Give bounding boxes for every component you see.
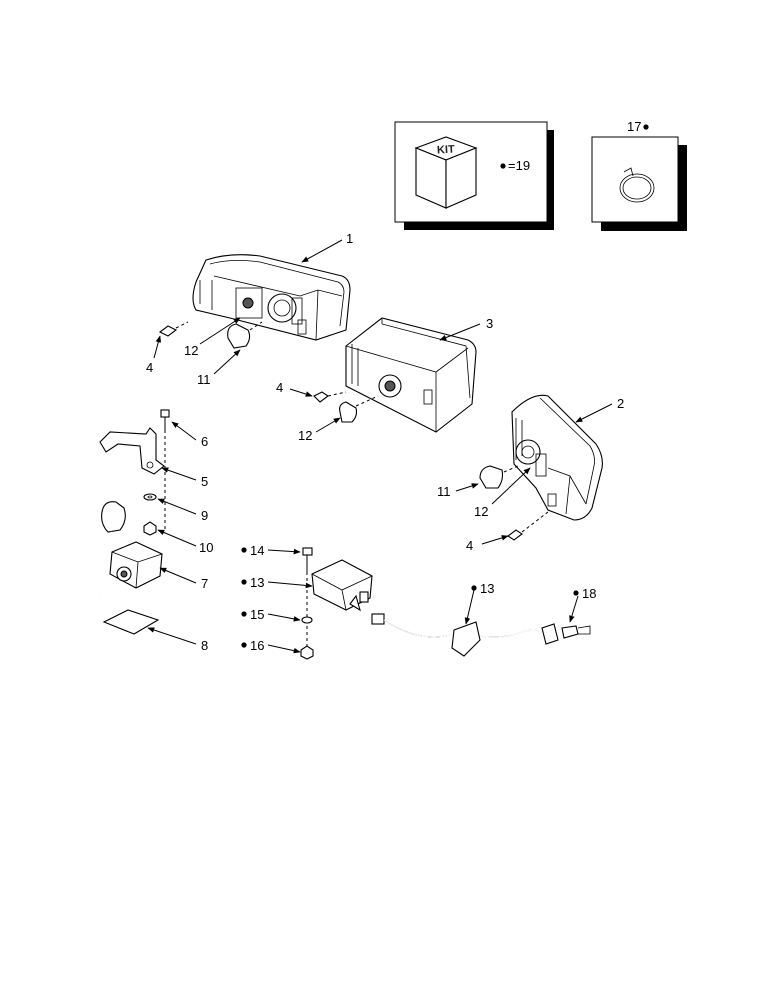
kit-icon-label: KIT	[437, 144, 456, 157]
screw-4-middle	[313, 391, 347, 403]
bolt-6	[160, 409, 170, 530]
adhesive-pad-8	[102, 609, 160, 635]
callout-16-bullet-icon	[241, 642, 247, 648]
nut-10	[143, 521, 157, 536]
rear-lamp-assembly-2	[511, 394, 603, 521]
hose-clamp-icon	[619, 167, 655, 203]
callout-7: 7	[201, 576, 208, 591]
callout-15-bullet-icon	[241, 611, 247, 617]
callout-labels: 1 3 2 4 12 11 4 12 11 12 4 6 5 9 10 7 8 …	[146, 231, 624, 653]
washer-15	[301, 616, 313, 624]
callout-8: 8	[201, 638, 208, 653]
callout-12-right: 12	[474, 504, 488, 519]
leader-lines	[147, 239, 613, 654]
callout-2: 2	[617, 396, 624, 411]
callout-13-right-bullet-icon	[471, 585, 477, 591]
kit-legend-box: KIT =19	[394, 121, 554, 230]
kit-bullet-icon	[500, 163, 506, 169]
washer-9	[143, 493, 157, 501]
callout-14: 14	[250, 543, 264, 558]
callout-13-right: 13	[480, 581, 494, 596]
hose-clamp-box: 17	[591, 119, 687, 231]
bulb-socket-12-middle	[339, 395, 379, 423]
wiring-harness-13	[371, 613, 559, 657]
callout-11-top: 11	[197, 372, 211, 387]
callout-13-left: 13	[250, 575, 264, 590]
callout-6: 6	[201, 434, 208, 449]
igniter-13	[311, 559, 373, 612]
callout-13-left-bullet-icon	[241, 579, 247, 585]
callout-15: 15	[250, 607, 264, 622]
callout-11-right: 11	[437, 484, 451, 499]
callout-4-middle: 4	[276, 380, 283, 395]
callout-4-top: 4	[146, 360, 153, 375]
bulb-11-top	[227, 321, 263, 349]
bolt-14	[302, 547, 313, 652]
callout-5: 5	[201, 474, 208, 489]
bulb-11-right	[479, 465, 519, 489]
callout-12-top: 12	[184, 343, 198, 358]
nut-16	[300, 645, 314, 660]
hid-bulb-18	[561, 625, 591, 639]
callout-12-middle: 12	[298, 428, 312, 443]
kit-legend-text: =19	[508, 158, 530, 173]
kit-cube-icon: KIT	[414, 136, 478, 209]
callout-18-bullet-icon	[573, 590, 579, 596]
callout-4-right: 4	[466, 538, 473, 553]
screw-4-top	[158, 321, 189, 337]
hid-ballast-7	[87, 501, 163, 595]
callout-18: 18	[582, 586, 596, 601]
callout-10: 10	[199, 540, 213, 555]
rear-lamp-assembly-3	[345, 317, 477, 433]
callout-16: 16	[250, 638, 264, 653]
callout-17-bullet-icon	[643, 124, 649, 130]
callout-3: 3	[486, 316, 493, 331]
callout-17: 17	[627, 119, 641, 134]
mounting-bracket-5	[99, 427, 165, 475]
callout-9: 9	[201, 508, 208, 523]
callout-14-bullet-icon	[241, 547, 247, 553]
callout-1: 1	[346, 231, 353, 246]
screw-4-right	[507, 511, 549, 541]
rear-lamp-assembly-1	[192, 254, 351, 341]
